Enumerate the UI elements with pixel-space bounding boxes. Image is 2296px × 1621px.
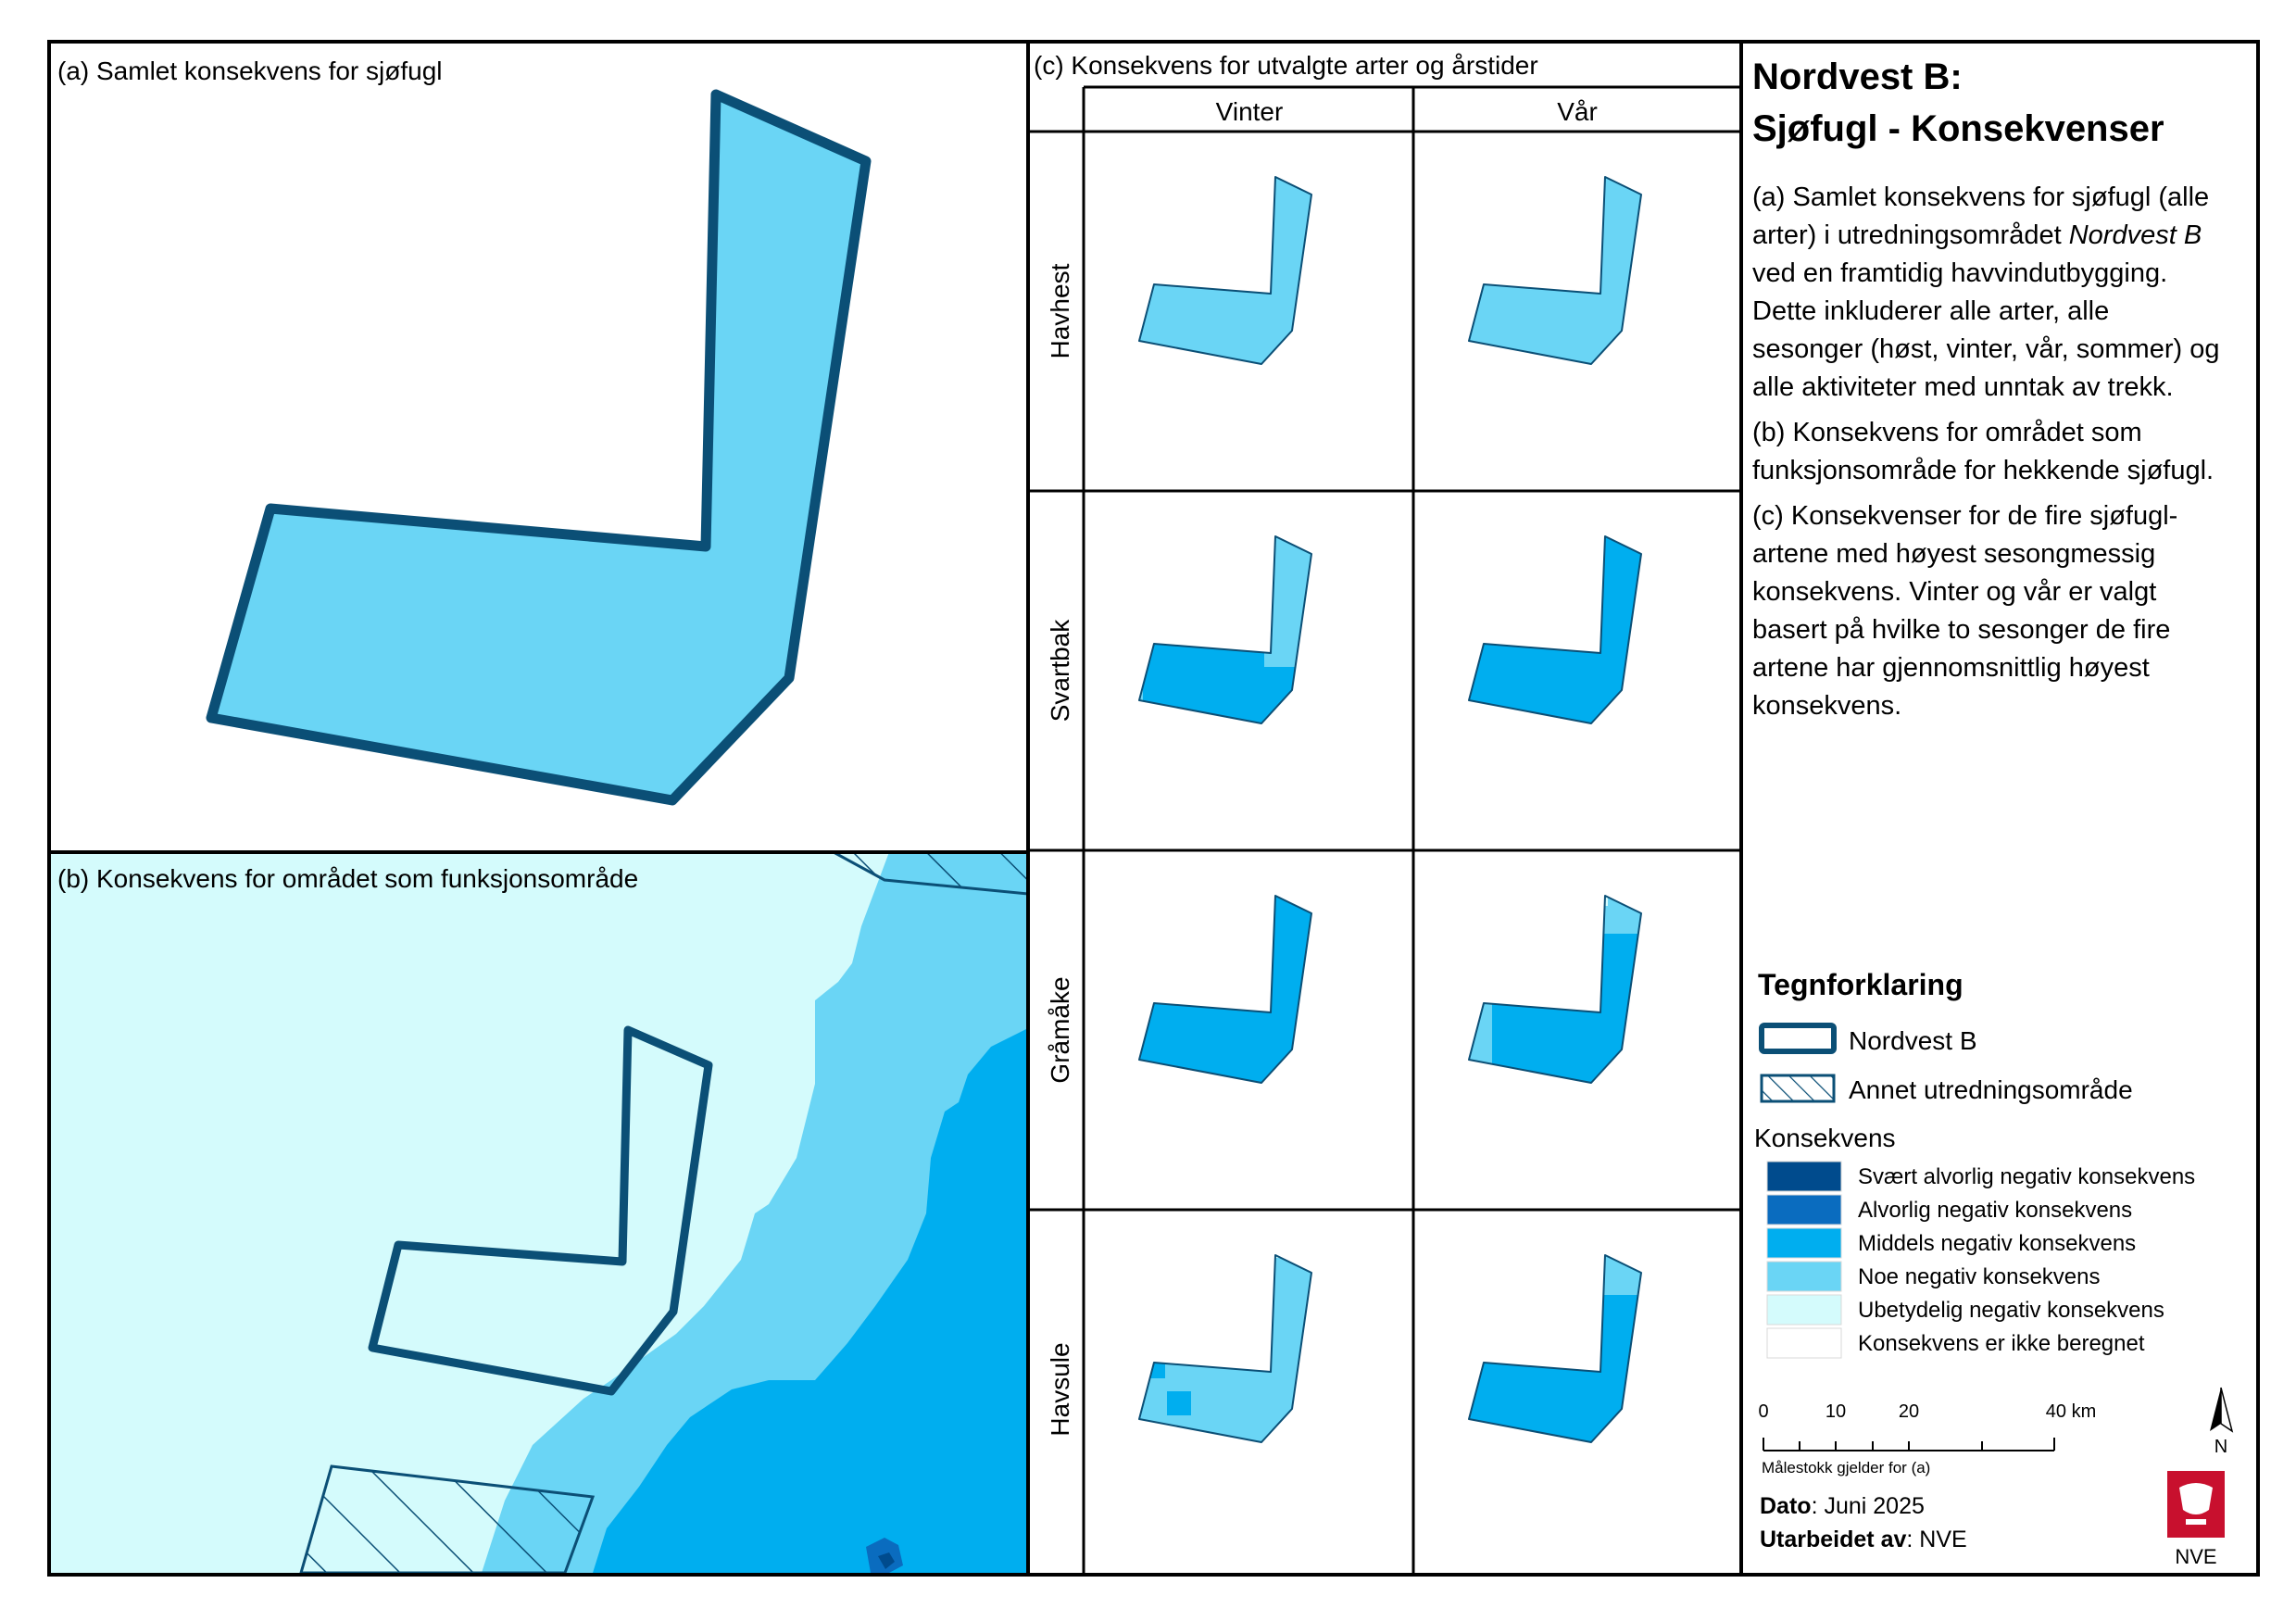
date-value: : Juni 2025 — [1812, 1493, 1925, 1519]
scale-bar: 0 10 20 40 km Målestokk gjelder for (a) — [1758, 1401, 2096, 1476]
legend-label-3: Noe negativ konsekvens — [1858, 1264, 2101, 1289]
frame — [47, 40, 2260, 1577]
legend-swatch-5 — [1766, 1327, 1842, 1359]
scale-label-10: 10 — [1826, 1401, 1846, 1422]
legend-label-2: Middels negativ konsekvens — [1858, 1231, 2136, 1256]
panel-c: (c) Konsekvens for utvalgte arter og års… — [1034, 51, 1642, 1443]
column-header-var: Vår — [1557, 97, 1598, 126]
paragraph-c-line5: artene har gjennomsnittlig høyest — [1752, 653, 2150, 683]
column-header-vinter: Vinter — [1216, 97, 1284, 126]
minimap-grid — [1138, 176, 1642, 1443]
legend-label-0: Svært alvorlig negativ konsekvens — [1858, 1164, 2195, 1189]
panel-b — [50, 852, 1028, 1573]
panel-c-title: (c) Konsekvens for utvalgte arter og års… — [1034, 51, 1538, 80]
paragraph-a-area-name: Nordvest B — [2069, 220, 2202, 250]
minimap-svartbak-vinter — [1138, 535, 1312, 724]
legend-swatch-1 — [1766, 1194, 1842, 1225]
zone-middels-negativ — [593, 1028, 1028, 1573]
panel-a — [50, 43, 1028, 852]
legend-konsekvens-title: Konsekvens — [1754, 1124, 1896, 1152]
legend-nordvest-label: Nordvest B — [1849, 1026, 1977, 1055]
paragraph-c-line4: basert på hvilke to sesonger de fire — [1752, 615, 2170, 645]
legend-classes: Svært alvorlig negativ konsekvensAlvorli… — [1766, 1161, 2195, 1359]
map-title-line2: Sjøfugl - Konsekvenser — [1752, 108, 2164, 149]
scale-label-0: 0 — [1758, 1401, 1768, 1422]
row-label-havhest: Havhest — [1046, 263, 1074, 358]
paragraph-a-line2-text: arter) i utredningsområdet — [1752, 220, 2069, 250]
legend-swatch-0 — [1766, 1161, 1842, 1192]
paragraph-c-line6: konsekvens. — [1752, 691, 1901, 721]
minimap-havsule-var — [1468, 1254, 1642, 1443]
panel-b-title: (b) Konsekvens for området som funksjons… — [57, 864, 638, 893]
nordvest-b-polygon — [206, 89, 872, 806]
paragraph-a-line3: ved en framtidig havvindutbygging. — [1752, 258, 2167, 288]
legend-title: Tegnforklaring — [1758, 968, 1964, 1001]
scale-label-40: 40 km — [2046, 1401, 2096, 1422]
other-area-bottom — [299, 1464, 596, 1573]
nve-logo: NVE — [2167, 1471, 2225, 1568]
zone-svaert-spot — [878, 1552, 895, 1569]
row-label-svartbak: Svartbak — [1046, 619, 1074, 722]
paragraph-c-line3: konsekvens. Vinter og vår er valgt — [1752, 577, 2156, 607]
legend-label-1: Alvorlig negativ konsekvens — [1858, 1198, 2132, 1223]
map-title-line1: Nordvest B: — [1752, 57, 1963, 97]
paragraph-a-line6: alle aktiviteter med unntak av trekk. — [1752, 372, 2174, 402]
scale-label-20: 20 — [1899, 1401, 1919, 1422]
paragraph-a-line1: (a) Samlet konsekvens for sjøfugl (alle — [1752, 182, 2209, 212]
paragraph-c-line1: (c) Konsekvenser for de fire sjøfugl- — [1752, 501, 2177, 531]
nordvest-b-outline — [368, 1025, 713, 1396]
row-label-havsule: Havsule — [1046, 1342, 1074, 1436]
paragraph-a-line4: Dette inkluderer alle arter, alle — [1752, 296, 2109, 326]
paragraph-a-line5: sesonger (høst, vinter, vår, sommer) og — [1752, 334, 2219, 364]
minimap-gramake-vinter — [1138, 895, 1312, 1084]
paragraph-b-line2: funksjonsområde for hekkende sjøfugl. — [1752, 456, 2214, 485]
legend-label-5: Konsekvens er ikke beregnet — [1858, 1331, 2145, 1356]
author-line: Utarbeidet av: NVE — [1760, 1527, 1967, 1552]
minimap-svartbak-var — [1468, 535, 1642, 724]
minimap-gramake-var — [1468, 895, 1642, 1084]
date-line: Dato: Juni 2025 — [1760, 1493, 1925, 1519]
logo-text: NVE — [2175, 1545, 2216, 1568]
other-area-top-right — [833, 852, 1028, 896]
legend-label-4: Ubetydelig negativ konsekvens — [1858, 1298, 2164, 1323]
author-value: : NVE — [1906, 1527, 1966, 1552]
legend-swatch-3 — [1766, 1261, 1842, 1292]
legend-swatch-4 — [1766, 1294, 1842, 1326]
paragraph-a-line2: arter) i utredningsområdet Nordvest B — [1752, 220, 2202, 250]
author-label: Utarbeidet av — [1760, 1527, 1906, 1552]
minimap-havhest-vinter — [1138, 176, 1312, 365]
panel-a-title: (a) Samlet konsekvens for sjøfugl — [57, 57, 443, 85]
legend-other-label: Annet utredningsområde — [1849, 1075, 2133, 1104]
legend-nordvest-swatch — [1759, 1023, 1837, 1054]
north-label: N — [2214, 1437, 2227, 1457]
minimap-havsule-vinter — [1138, 1254, 1312, 1443]
paragraph-b-line1: (b) Konsekvens for området som — [1752, 418, 2142, 447]
date-label: Dato — [1760, 1493, 1812, 1519]
info-panel: Nordvest B: Sjøfugl - Konsekvenser (a) S… — [1752, 57, 2234, 1568]
scale-note: Målestokk gjelder for (a) — [1762, 1459, 1930, 1476]
paragraph-c-line2: artene med høyest sesongmessig — [1752, 539, 2155, 569]
north-arrow-icon: N — [2210, 1387, 2234, 1457]
row-label-gramake: Gråmåke — [1046, 976, 1074, 1083]
minimap-havhest-var — [1468, 176, 1642, 365]
legend-swatch-2 — [1766, 1227, 1842, 1259]
legend-other-swatch — [1760, 1074, 1836, 1103]
